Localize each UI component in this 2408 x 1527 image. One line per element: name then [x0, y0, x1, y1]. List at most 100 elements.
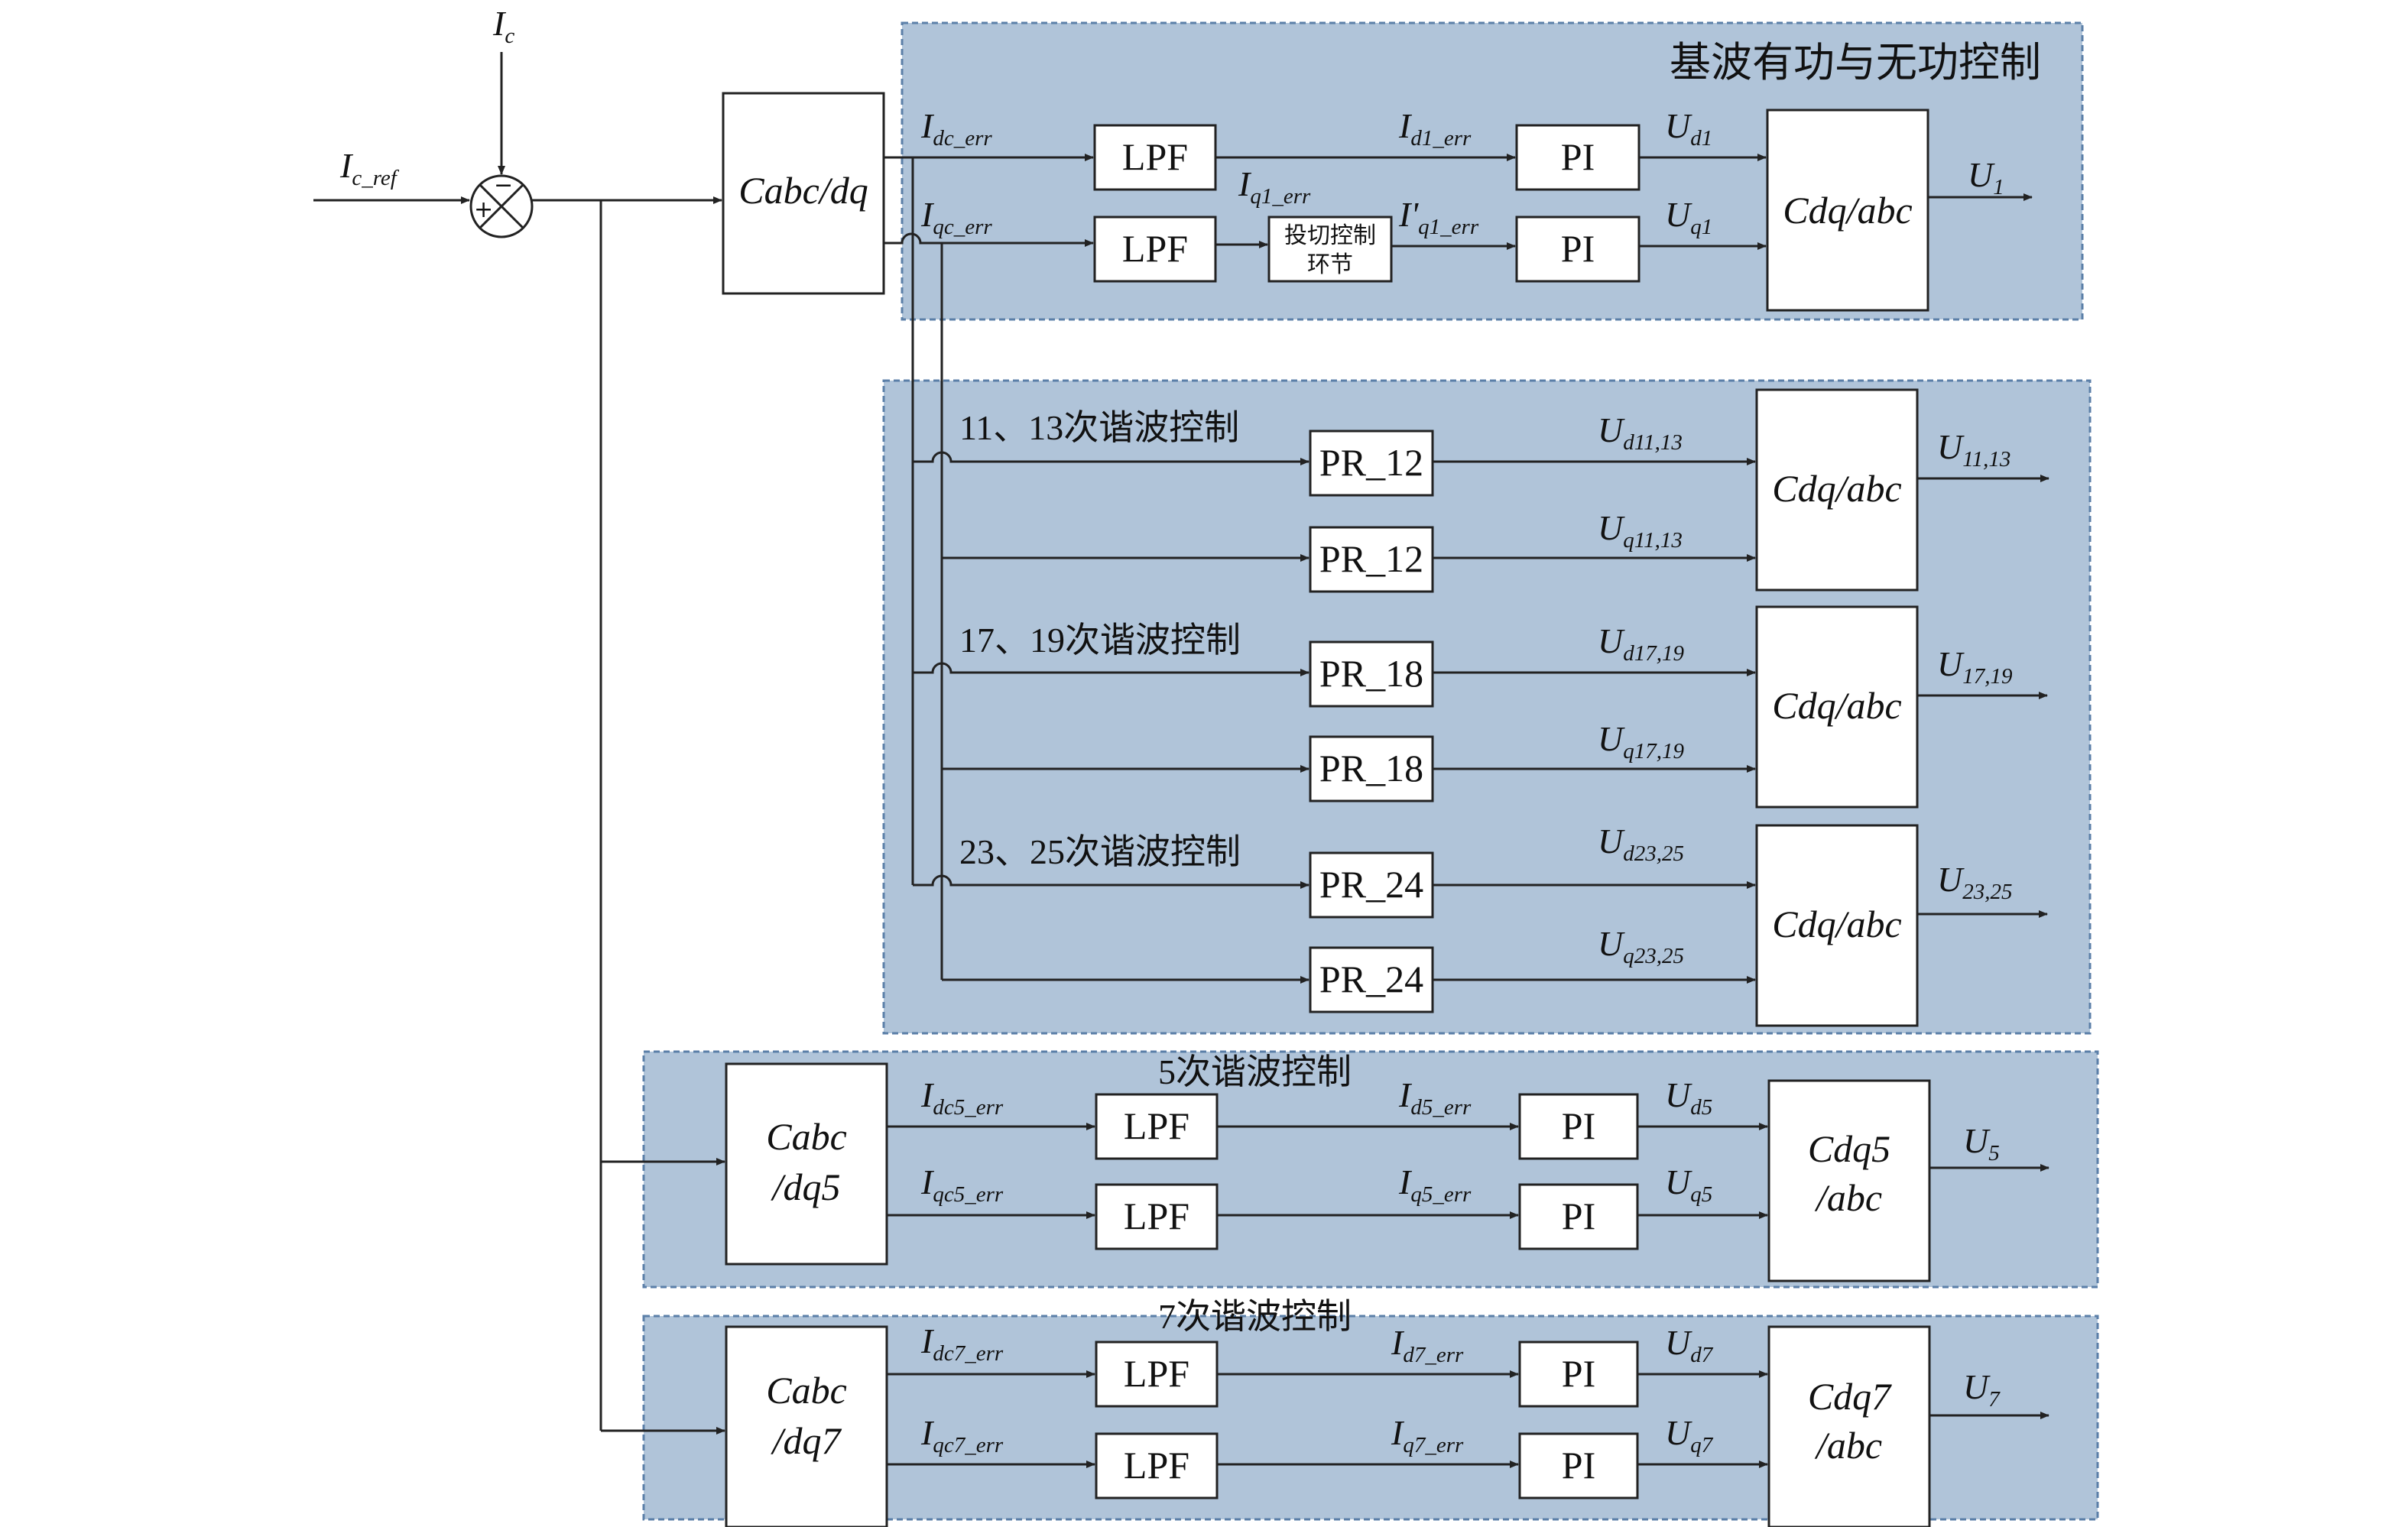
label-ud23-25: Ud23,25 [1598, 822, 1684, 866]
label-uq5: Uq5 [1665, 1162, 1712, 1207]
lpf-q5-block [1095, 1183, 1219, 1250]
label-ic-ref: Ic_ref [339, 146, 400, 190]
label-iqc-err: Iqc_err [920, 195, 992, 239]
label-ic: Ic [492, 4, 514, 48]
label-u11-13: U11,13 [1937, 427, 2010, 472]
pi-d5-label: PI [1562, 1104, 1595, 1147]
pr24-d-label: PR_24 [1319, 863, 1423, 906]
pi-q7-block [1518, 1432, 1639, 1499]
pi-d1-label: PI [1561, 135, 1595, 178]
label-uq11-13: Uq11,13 [1598, 508, 1683, 553]
pr18-d-label: PR_18 [1319, 652, 1423, 695]
label-ud11-13: Ud11,13 [1598, 410, 1683, 455]
pi-q5-block [1518, 1183, 1639, 1250]
title-23-25-harmonic: 23、25次谐波控制 [959, 832, 1241, 871]
cabc-dq7-block [725, 1325, 888, 1527]
lpf-d1-label: LPF [1122, 135, 1188, 178]
label-u23-25: U23,25 [1937, 860, 2012, 904]
summing-junction [469, 174, 534, 238]
cabc-dq5-block [725, 1062, 888, 1266]
pi-q7-label: PI [1562, 1444, 1595, 1486]
label-iq1p-err: I'q1_err [1398, 195, 1479, 239]
pi-q1-label: PI [1561, 227, 1595, 270]
label-iqc7-err: Iqc7_err [920, 1413, 1004, 1457]
lpf-q1-label: LPF [1122, 227, 1188, 270]
plus-sign: + [474, 196, 493, 223]
label-iq7-err: Iq7_err [1391, 1413, 1464, 1457]
title-7th-harmonic: 7次谐波控制 [1158, 1297, 1352, 1336]
label-uq1: Uq1 [1665, 195, 1712, 239]
cabc-dq5-label-1: Cabc [766, 1115, 847, 1158]
cdq5-abc-label-1: Cdq5 [1808, 1127, 1890, 1170]
label-uq17-19: Uq17,19 [1598, 719, 1684, 764]
cdq7-abc-label-1: Cdq7 [1808, 1375, 1892, 1418]
wire-pr24-d [913, 874, 1309, 889]
cdq7-abc-block [1767, 1325, 1931, 1527]
cabc-dq-label: Cabc/dq [738, 169, 868, 212]
pi-q1-block [1515, 216, 1640, 283]
label-uq23-25: Uq23,25 [1598, 924, 1684, 968]
label-id1-err: Id1_err [1398, 106, 1472, 151]
switch-control-label-2: 环节 [1307, 251, 1353, 278]
lpf-q5-label: LPF [1124, 1195, 1189, 1237]
cdq-abc-label-17-19: Cdq/abc [1772, 684, 1901, 727]
pr12-d-label: PR_12 [1319, 441, 1423, 484]
label-idc5-err: Idc5_err [920, 1075, 1004, 1120]
label-ud5: Ud5 [1665, 1075, 1712, 1120]
pr12-q-label: PR_12 [1319, 537, 1423, 580]
label-uq7: Uq7 [1665, 1413, 1714, 1457]
label-u7: U7 [1963, 1367, 2001, 1412]
title-17-19-harmonic: 17、19次谐波控制 [959, 621, 1241, 660]
pi-q5-label: PI [1562, 1195, 1595, 1237]
cdq-abc-block-17-19 [1755, 605, 1919, 809]
lpf-q7-label: LPF [1124, 1444, 1189, 1486]
label-iq1-err: Iq1_err [1238, 164, 1311, 209]
cabc-dq5-label-2: /dq5 [771, 1166, 841, 1208]
lpf-d1-block [1093, 124, 1217, 191]
cdq-abc-block-fundamental [1766, 109, 1929, 312]
wire-pr12-d [913, 451, 1309, 465]
pr18-q-label: PR_18 [1319, 747, 1423, 789]
title-fundamental: 基波有功与无功控制 [1670, 40, 2041, 86]
cdq-abc-block-23-25 [1755, 824, 1919, 1027]
label-u17-19: U17,19 [1937, 644, 2013, 689]
pr12-q-block [1309, 526, 1434, 593]
wire-pr18-d [913, 662, 1309, 676]
cdq5-abc-block [1767, 1079, 1931, 1282]
label-ud1: Ud1 [1665, 106, 1712, 151]
cdq7-abc-label-2: /abc [1814, 1424, 1882, 1467]
wire-iqc-err [884, 232, 1094, 247]
label-idc7-err: Idc7_err [920, 1321, 1004, 1366]
label-ud7: Ud7 [1665, 1323, 1714, 1367]
label-u1: U1 [1968, 155, 2004, 199]
label-u5: U5 [1963, 1121, 2000, 1166]
label-iqc5-err: Iqc5_err [920, 1162, 1004, 1207]
lpf-q1-block [1093, 216, 1217, 283]
title-11-13-harmonic: 11、13次谐波控制 [959, 408, 1239, 447]
switch-control-label-1: 投切控制 [1284, 222, 1376, 249]
pi-d7-block [1518, 1341, 1639, 1408]
lpf-d7-label: LPF [1124, 1352, 1189, 1395]
label-iq5-err: Iq5_err [1398, 1162, 1472, 1207]
label-idc-err: Idc_err [920, 106, 992, 151]
cabc-dq7-label-2: /dq7 [771, 1419, 842, 1462]
pi-d7-label: PI [1562, 1352, 1595, 1395]
switch-control-block [1267, 216, 1393, 283]
lpf-d5-label: LPF [1124, 1104, 1189, 1147]
pr12-d-block [1309, 430, 1434, 497]
label-ud17-19: Ud17,19 [1598, 621, 1684, 666]
label-id7-err: Id7_err [1391, 1323, 1464, 1367]
lpf-d7-block [1095, 1341, 1219, 1408]
title-5th-harmonic: 5次谐波控制 [1158, 1052, 1352, 1091]
pr24-d-block [1309, 851, 1434, 919]
cdq-abc-label-11-13: Cdq/abc [1772, 467, 1901, 510]
cdq5-abc-label-2: /abc [1814, 1176, 1882, 1219]
cabc-dq7-label-1: Cabc [766, 1369, 847, 1412]
pr18-d-block [1309, 640, 1434, 708]
cdq-abc-label-fundamental: Cdq/abc [1783, 189, 1912, 232]
cdq-abc-label-23-25: Cdq/abc [1772, 903, 1901, 945]
cabc-dq-block [722, 92, 885, 295]
minus-sign: − [494, 172, 513, 199]
cdq-abc-block-11-13 [1755, 388, 1919, 592]
